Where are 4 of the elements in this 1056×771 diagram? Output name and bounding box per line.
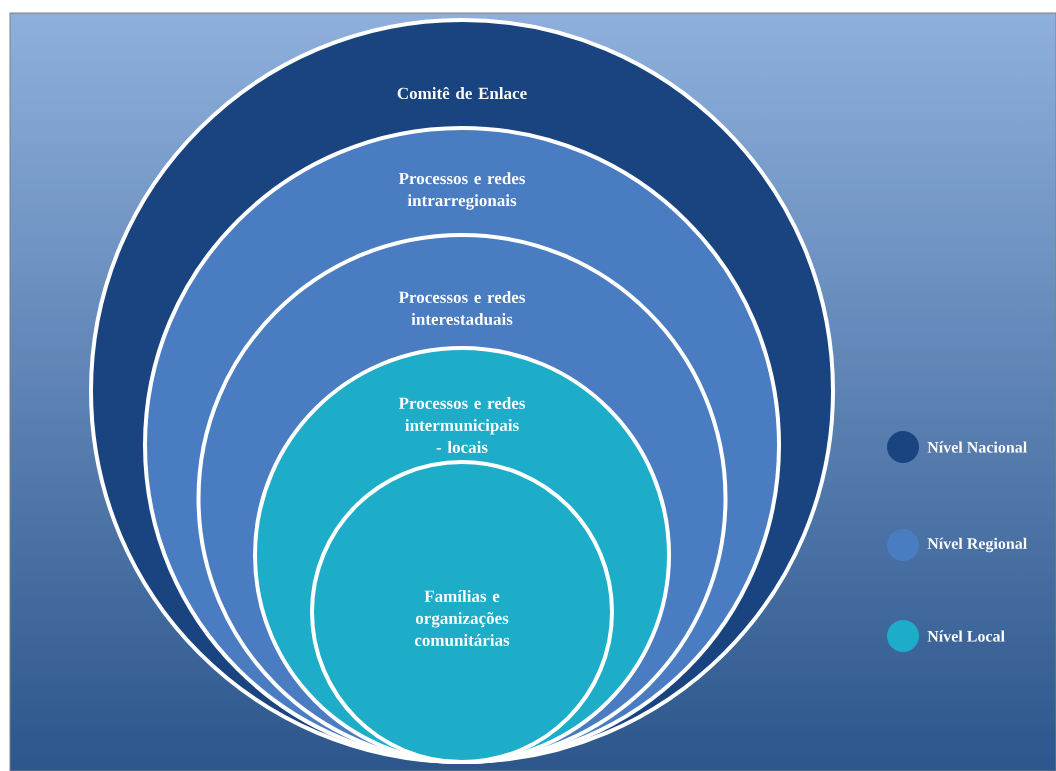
legend-label: Nível Regional [927,537,1027,553]
node-label: Famílias e organizações comunitárias [414,590,510,647]
legend-label: Nível Nacional [927,441,1027,453]
legend-label: Nível Local [927,630,1005,642]
